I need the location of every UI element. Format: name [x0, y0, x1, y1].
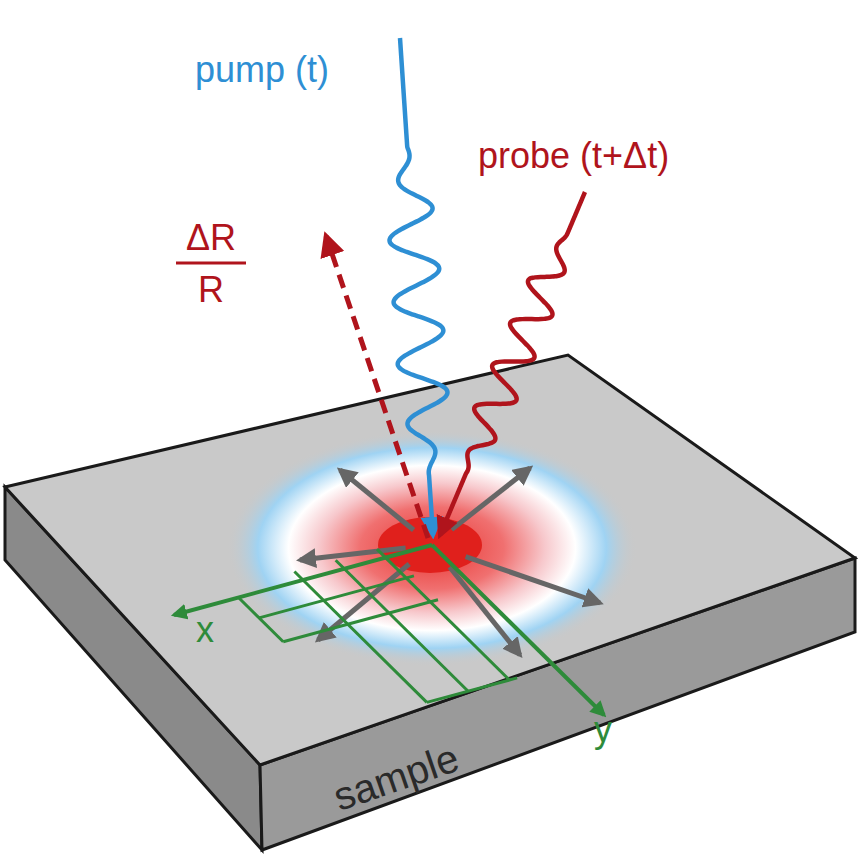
pump-beam	[390, 38, 448, 535]
beams	[390, 38, 585, 535]
grid-line	[294, 572, 426, 703]
signal-denominator: R	[198, 272, 224, 308]
axis-arrow	[174, 545, 432, 615]
sample-top	[5, 355, 855, 765]
scan-grid	[174, 545, 604, 715]
grid-line	[377, 549, 509, 680]
diffusion-arrow	[340, 470, 414, 530]
pump-label: pump (t)	[195, 52, 329, 88]
reflection-arrow	[326, 236, 428, 538]
diffusion-arrow	[450, 567, 520, 655]
probe-beam	[440, 192, 585, 535]
fraction-bar	[176, 262, 246, 265]
grid-line	[427, 678, 517, 703]
axis-arrow	[432, 545, 604, 715]
axis-label: x	[196, 612, 214, 648]
grid-line	[239, 598, 284, 642]
grid-line	[336, 560, 468, 691]
probe-label: probe (t+Δt)	[478, 138, 669, 174]
axis-label: y	[594, 712, 612, 748]
signal-numerator: ΔR	[186, 220, 236, 256]
